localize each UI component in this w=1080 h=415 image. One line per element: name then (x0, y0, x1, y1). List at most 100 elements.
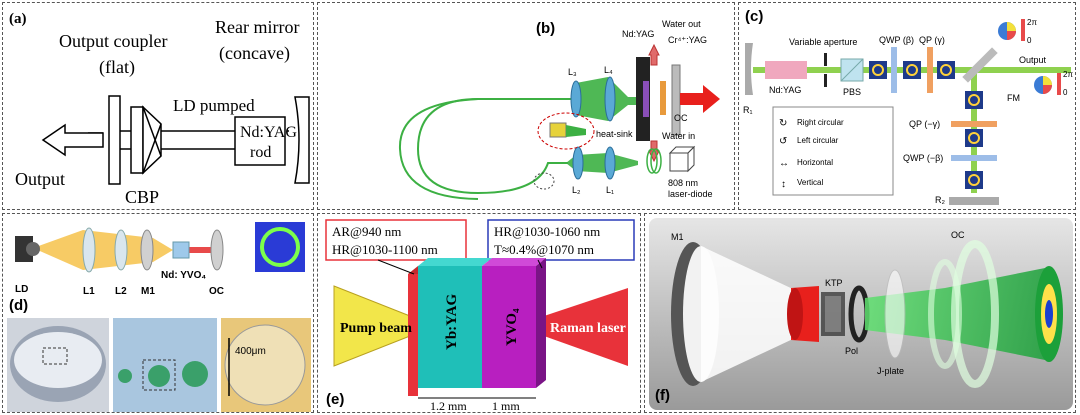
fiber-coil (646, 148, 662, 174)
variable-aperture (824, 53, 827, 66)
lens-l1 (604, 146, 616, 180)
hr-t-box (487, 219, 635, 261)
ar-hr-box (325, 219, 467, 261)
l4-label: L₄ (604, 65, 613, 75)
len1-label: 1.2 mm (430, 399, 467, 413)
r2-mirror (949, 197, 999, 205)
nd-yvo4-crystal (172, 241, 190, 259)
svg-text:↺: ↺ (779, 136, 787, 147)
ndyag-label: Nd:YAG (622, 29, 654, 39)
hr-left-label: HR@1030-1100 nm (332, 242, 438, 257)
lens-l2 (114, 229, 128, 271)
output-arrow (41, 123, 104, 157)
cbp-label: CBP (125, 187, 159, 207)
yvo4-label: YVO₄ (504, 308, 520, 346)
fiber (416, 98, 576, 195)
red-face (408, 274, 418, 396)
nd-yag-crystal (643, 81, 649, 117)
hr-right-label: HR@1030-1060 nm (494, 224, 600, 239)
output-arrow (680, 85, 720, 113)
cbp-prism (130, 105, 162, 175)
ndyag-label: Nd:YAG (769, 85, 801, 95)
output-label: Output (1019, 55, 1047, 65)
len2-label: 1 mm (492, 399, 520, 413)
mode-spots (869, 61, 983, 189)
cr-yag-label: Cr⁴⁺:YAG (668, 35, 707, 45)
nd-yag-rod (234, 116, 286, 166)
svg-text:↔: ↔ (779, 158, 789, 169)
svg-text:↕: ↕ (781, 179, 786, 190)
microscope-images (7, 318, 311, 412)
oc-mirror (671, 64, 681, 136)
l2-label: L2 (115, 286, 127, 297)
l1-label: L₁ (606, 185, 614, 195)
l2-label: L₂ (572, 185, 581, 195)
scale-label: 400μm (235, 346, 266, 357)
output-coupler-type: (flat) (99, 57, 135, 78)
fm-label: FM (1007, 93, 1020, 103)
m1-label: M1 (671, 232, 684, 242)
rear-mirror-label: Rear mirror (215, 17, 299, 37)
qp-gamma (927, 47, 933, 93)
oc-label: OC (209, 286, 224, 297)
colorbar-right (1057, 73, 1061, 95)
heat-sink-label: heat-sink (596, 129, 633, 139)
diode-label: 808 nm (668, 178, 698, 188)
inset-dashed (537, 112, 595, 150)
lens-l1 (82, 227, 96, 273)
j-plate (884, 269, 906, 359)
legend-horizontal: Horizontal (797, 158, 833, 167)
panel-a-drawing: (a) Output coupler (flat) Rear mirror (c… (9, 11, 310, 207)
output-coupler-mirror (108, 95, 121, 185)
water-out-label: Water out (662, 19, 701, 29)
oc-label: OC (674, 113, 688, 123)
ar-label: AR@940 nm (332, 224, 401, 239)
water-out-arrow (648, 43, 660, 66)
oc-mirror (951, 240, 999, 388)
qp-gamma-label: QP (γ) (919, 35, 945, 45)
qwp-beta-label: QWP (β) (879, 35, 914, 45)
pump-cone (33, 230, 173, 270)
m1-label: M1 (141, 286, 155, 297)
variable-aperture-label: Variable aperture (789, 37, 857, 47)
qp-neg-gamma (951, 121, 997, 127)
t-label: T≈0.4%@1070 nm (494, 242, 594, 257)
pol-label: Pol (845, 346, 858, 356)
rod-label-2: rod (250, 144, 271, 161)
legend-left-circular: Left circular (797, 136, 839, 145)
oc-mirror (210, 229, 224, 271)
ndyag-rod (765, 61, 807, 79)
qwp-neg-beta (951, 155, 997, 161)
qwp-neg-beta-label: QWP (−β) (903, 153, 943, 163)
two-pi-top: 2π (1027, 18, 1037, 27)
svg-text:↻: ↻ (779, 118, 787, 129)
water-in-label: Water in (662, 131, 695, 141)
panel-c-label: (c) (745, 8, 763, 25)
ld-source (15, 236, 33, 262)
pbs-label: PBS (843, 87, 861, 97)
crystal-label: Nd: YVO₄ (161, 270, 206, 281)
oc-label: OC (951, 230, 965, 240)
rear-mirror (294, 96, 310, 184)
panel-f-drawing: M1 KTP OC Pol J-plate (f) (649, 218, 1073, 410)
ktp-label: KTP (825, 278, 843, 288)
r2-label: R₂ (935, 195, 945, 205)
panel-f-label: (f) (655, 387, 670, 404)
panel-b-drawing: (b) Nd:YAG Water out Cr⁴⁺:YAG heat-sink … (398, 19, 720, 200)
panel-b-label: (b) (536, 20, 555, 37)
two-pi-right: 2π (1063, 70, 1073, 79)
panel-f: M1 KTP OC Pol J-plate (f) (644, 213, 1076, 413)
ybyag-crystal (418, 266, 482, 388)
yvo4-crystal (482, 266, 536, 388)
r1-label: R₁ (743, 105, 753, 115)
raman-label: Raman laser (550, 321, 626, 336)
r1-mirror (745, 43, 753, 95)
pump-label: Pump beam (340, 321, 412, 336)
diode-label-2: laser-diode (668, 189, 713, 199)
spot-3 (182, 361, 208, 387)
l1-label: L1 (83, 286, 95, 297)
output-label: Output (15, 169, 65, 189)
cr-yag-crystal (660, 81, 666, 115)
l3-label: L₃ (568, 67, 577, 77)
panel-d: (d) LD L1 L2 M1 Nd: YVO₄ OC 400μm (2, 213, 314, 413)
